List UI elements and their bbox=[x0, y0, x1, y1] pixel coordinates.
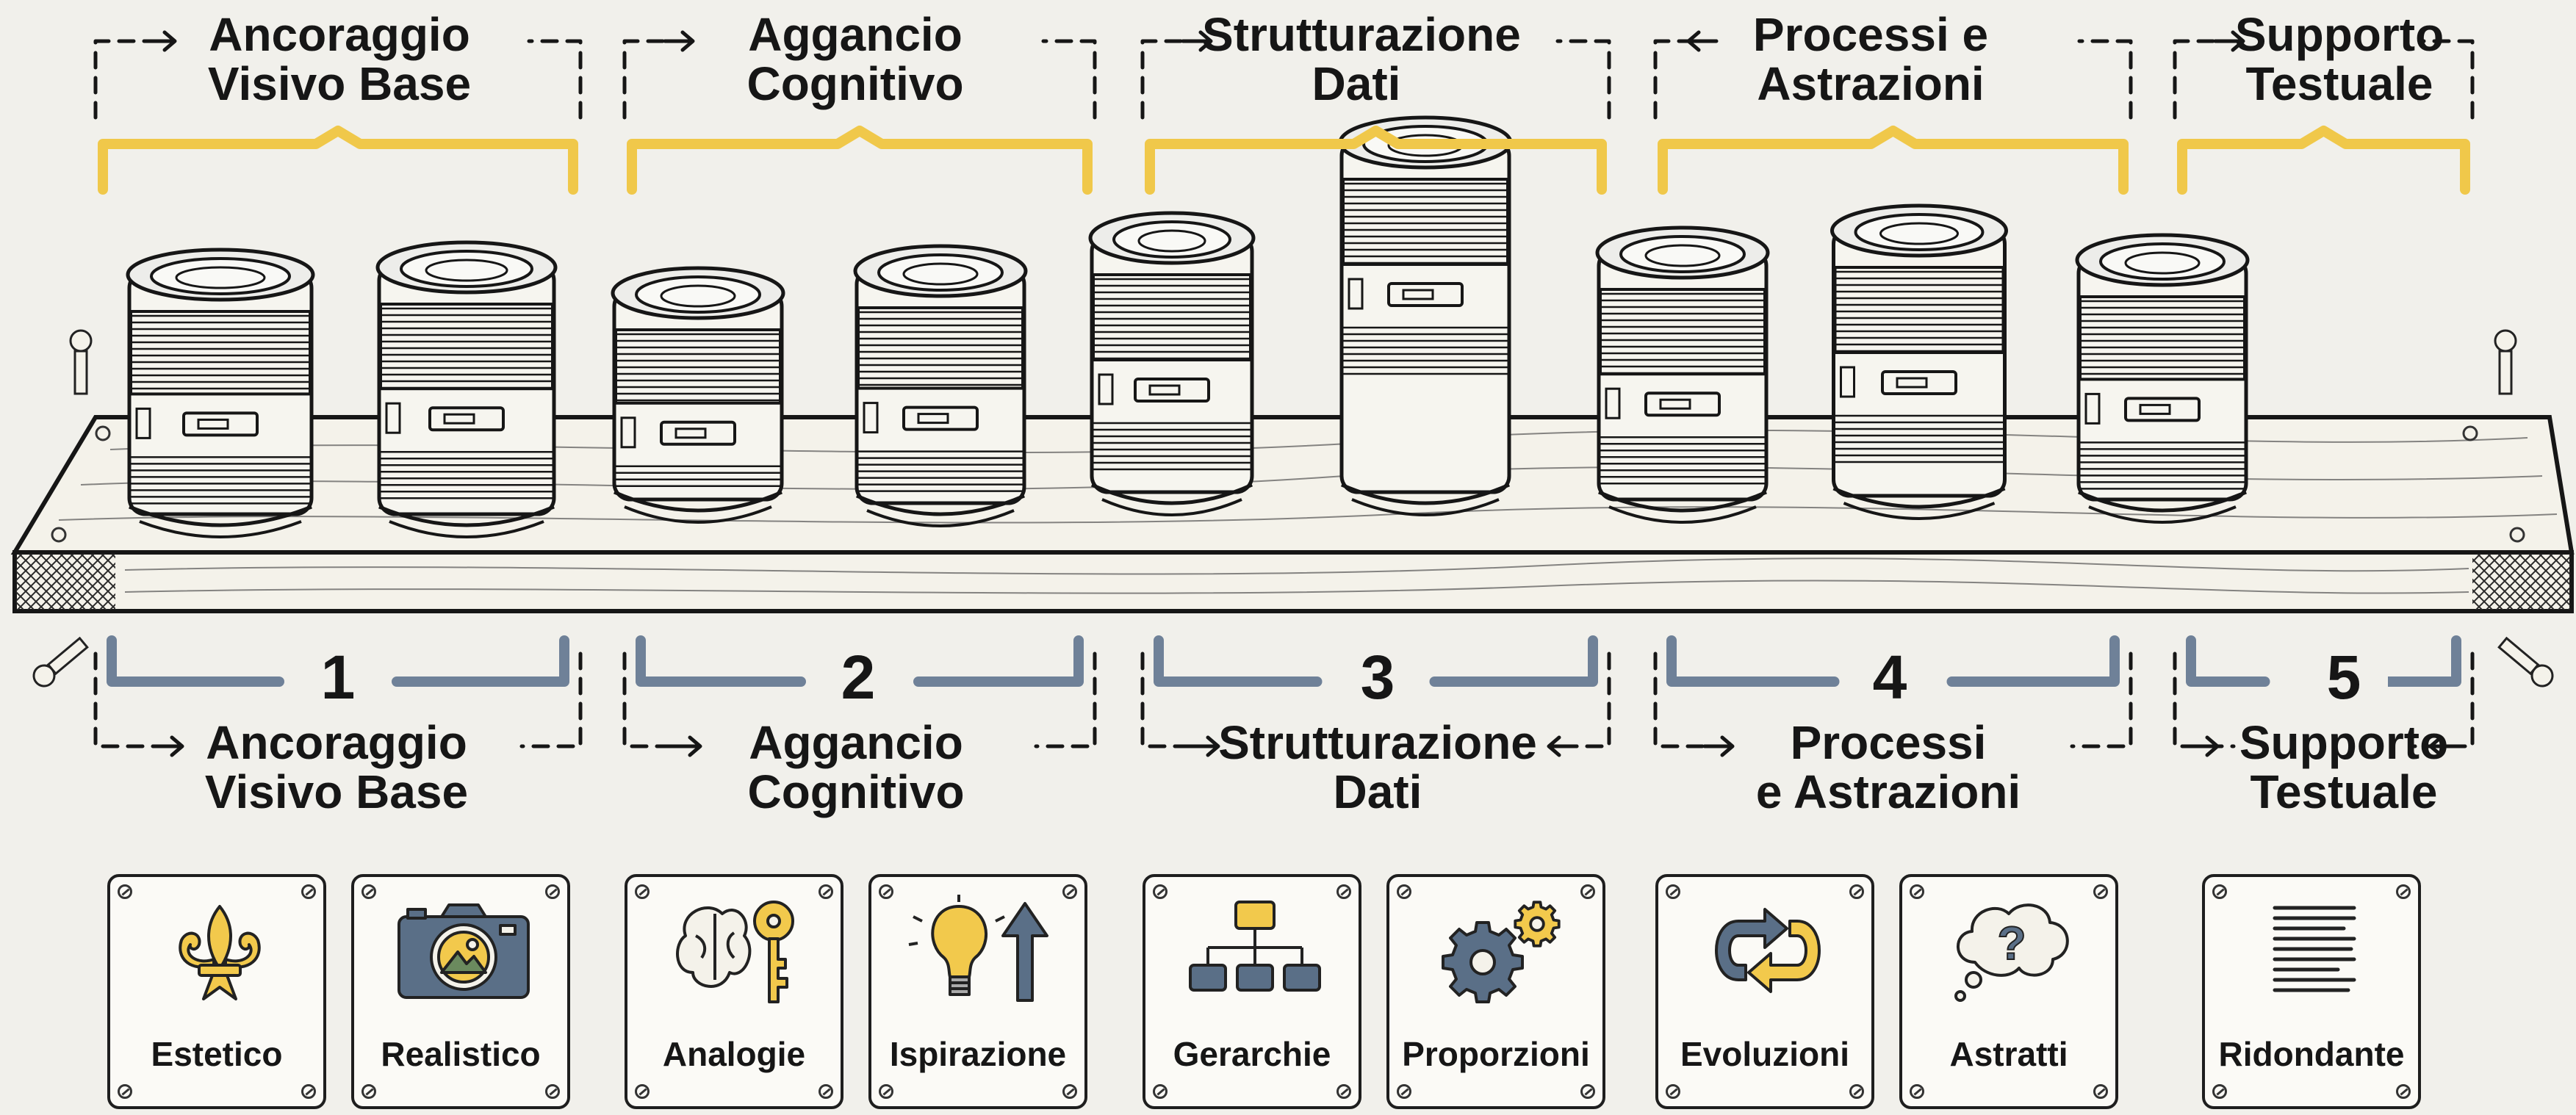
group-number-5: 5 bbox=[2300, 642, 2388, 713]
card-label: Estetico bbox=[151, 1035, 283, 1073]
card-label: Gerarchie bbox=[1173, 1035, 1331, 1073]
fleur-de-lis-icon bbox=[179, 905, 261, 1000]
card-label: Analogie bbox=[662, 1035, 806, 1073]
card-astratti: ? Astratti bbox=[1899, 874, 2118, 1109]
group-number-2: 2 bbox=[814, 642, 902, 713]
gears-icon bbox=[1442, 901, 1561, 1003]
cycle-arrows-icon bbox=[1715, 908, 1821, 993]
card-label: Ridondante bbox=[2218, 1035, 2405, 1073]
card-proporzioni: Proporzioni bbox=[1386, 874, 1605, 1109]
top-brackets bbox=[93, 39, 2475, 195]
hierarchy-icon bbox=[1189, 901, 1321, 992]
card-estetico: Estetico bbox=[107, 874, 326, 1109]
card-gerarchie: Gerarchie bbox=[1143, 874, 1361, 1109]
group-number-4: 4 bbox=[1846, 642, 1934, 713]
text-lines-icon bbox=[2273, 906, 2356, 992]
dashed-arrows bbox=[145, 30, 2461, 757]
thought-bubble-question-icon: ? bbox=[1954, 903, 2069, 1002]
card-label: Evoluzioni bbox=[1680, 1035, 1849, 1073]
card-label: Ispirazione bbox=[889, 1035, 1067, 1073]
card-evoluzioni: Evoluzioni bbox=[1655, 874, 1874, 1109]
card-label: Proporzioni bbox=[1402, 1035, 1590, 1073]
group-number-1: 1 bbox=[294, 642, 382, 713]
group-number-3: 3 bbox=[1334, 642, 1422, 713]
card-label: Realistico bbox=[381, 1035, 541, 1073]
brain-key-icon bbox=[676, 901, 794, 1003]
card-label: Astratti bbox=[1949, 1035, 2068, 1073]
card-ridondante: Ridondante bbox=[2202, 874, 2421, 1109]
camera-lenses bbox=[126, 115, 2250, 538]
camera-icon bbox=[397, 903, 530, 999]
lightbulb-arrow-icon bbox=[908, 895, 1048, 1002]
card-ispirazione: Ispirazione bbox=[868, 874, 1087, 1109]
card-realistico: Realistico bbox=[351, 874, 570, 1109]
card-analogie: Analogie bbox=[625, 874, 843, 1109]
screw-icon bbox=[32, 329, 2554, 688]
svg-text:?: ? bbox=[1997, 917, 2026, 970]
